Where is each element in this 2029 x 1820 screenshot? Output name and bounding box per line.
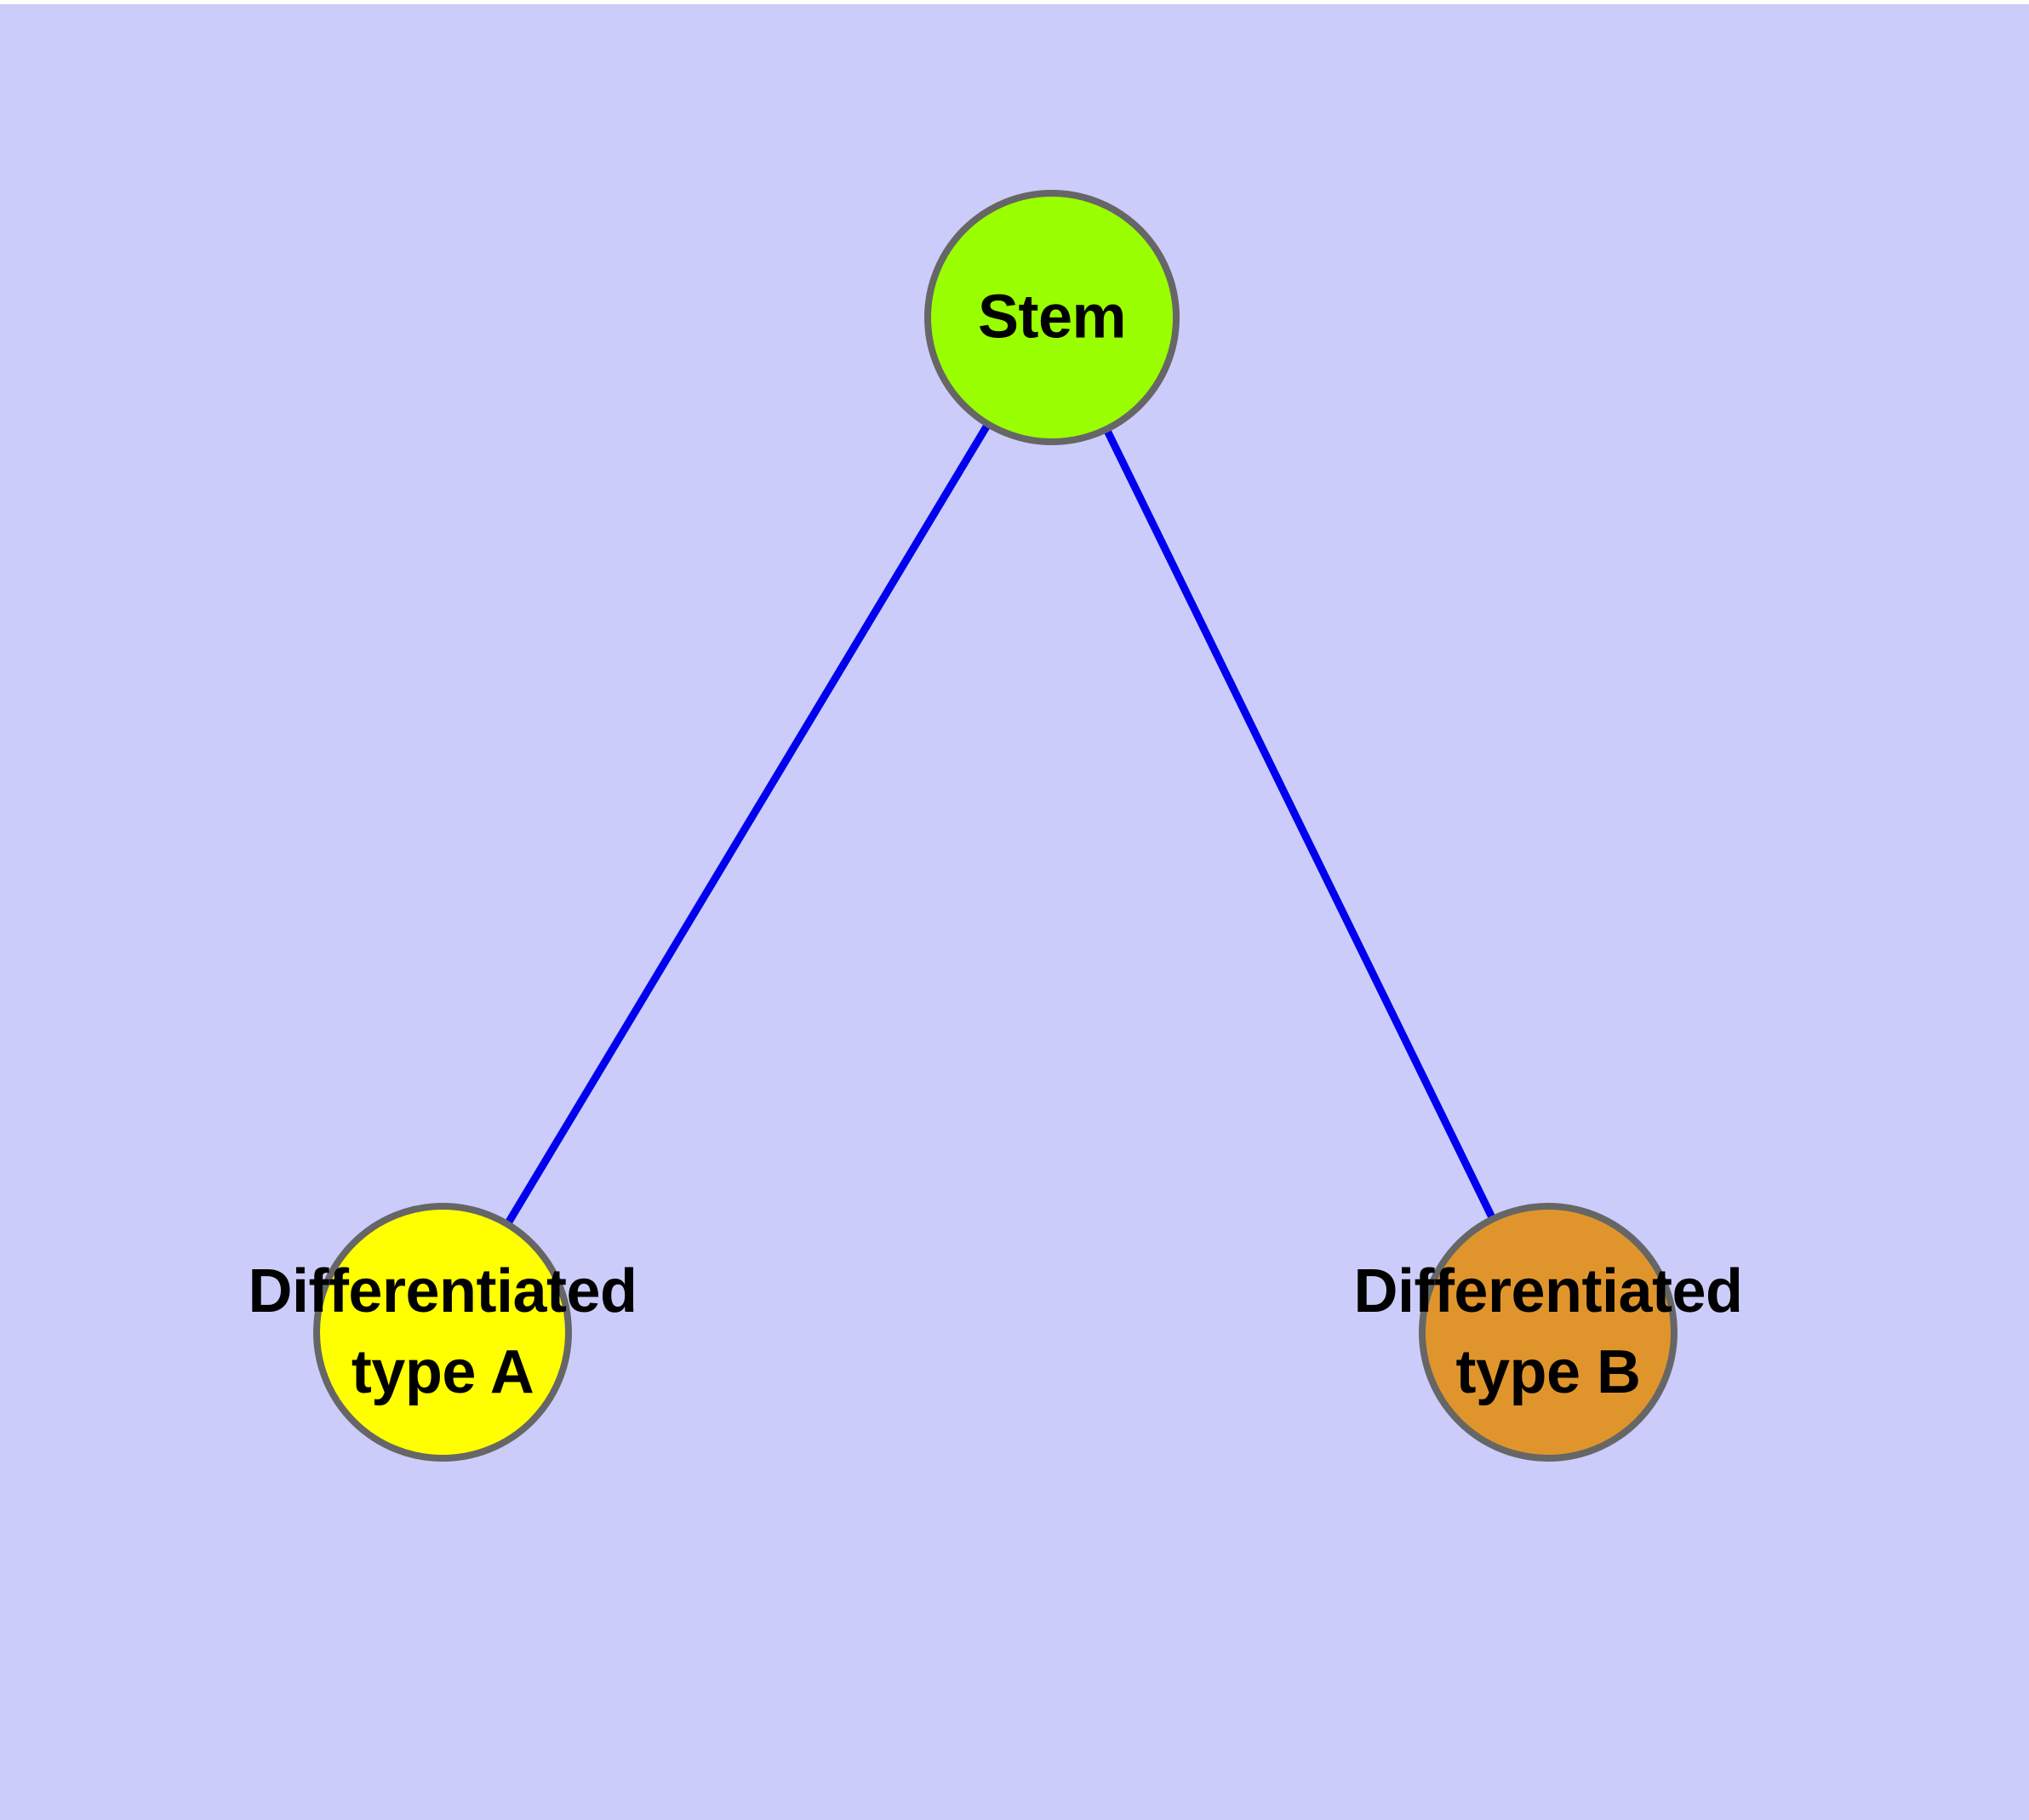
graph-node-diff_b[interactable]	[1419, 1203, 1677, 1462]
edges-layer	[504, 421, 1497, 1227]
graph-node-stem[interactable]	[924, 190, 1180, 445]
graph-edge[interactable]	[504, 421, 992, 1227]
graph-node-diff_a[interactable]	[313, 1203, 572, 1462]
nodes-layer	[313, 190, 1677, 1462]
graph-edge[interactable]	[1103, 427, 1497, 1222]
